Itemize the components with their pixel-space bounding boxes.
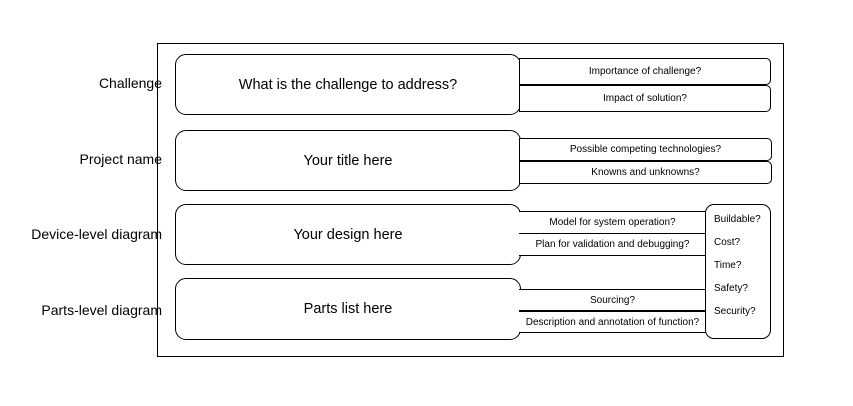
question-validation-debugging: Plan for validation and debugging?: [519, 233, 706, 256]
question-impact: Impact of solution?: [519, 85, 771, 112]
question-description-annotation: Description and annotation of function?: [519, 311, 706, 333]
side-questions-box: Buildable? Cost? Time? Safety? Security?: [705, 204, 771, 339]
row-label-challenge: Challenge: [98, 75, 162, 91]
question-competing-technologies: Possible competing technologies?: [519, 138, 772, 161]
main-box-project-name: Your title here: [175, 130, 521, 191]
side-question-time: Time?: [714, 260, 742, 271]
row-label-project-name: Project name: [79, 151, 162, 167]
side-question-security: Security?: [714, 306, 756, 317]
question-system-model: Model for system operation?: [519, 211, 706, 234]
row-label-parts-level: Parts-level diagram: [41, 302, 162, 318]
question-knowns-unknowns: Knowns and unknowns?: [519, 161, 772, 184]
question-importance: Importance of challenge?: [519, 58, 771, 85]
diagram-frame: [157, 43, 784, 357]
row-label-device-level: Device-level diagram: [31, 226, 162, 242]
question-sourcing: Sourcing?: [519, 289, 706, 311]
side-question-safety: Safety?: [714, 283, 748, 294]
main-box-device-level: Your design here: [175, 204, 521, 265]
main-box-parts-level: Parts list here: [175, 278, 521, 340]
side-question-cost: Cost?: [714, 237, 741, 248]
main-box-challenge: What is the challenge to address?: [175, 54, 521, 115]
side-question-buildable: Buildable?: [714, 214, 761, 225]
